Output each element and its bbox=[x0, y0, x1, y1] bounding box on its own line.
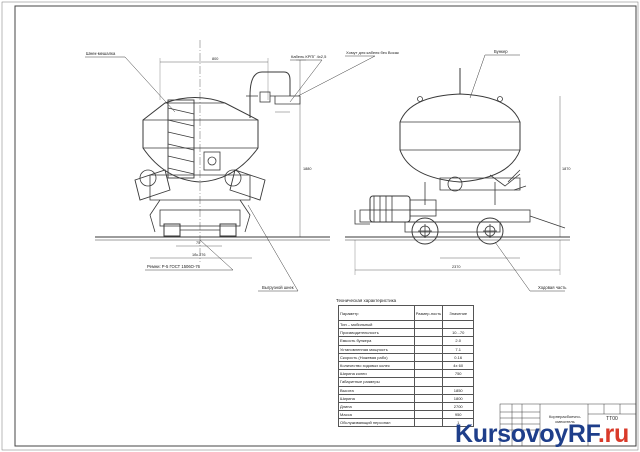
label-clamp: Хомут для кабеля без Восак bbox=[346, 50, 399, 55]
spec-param: Обслуживающий персонал bbox=[338, 418, 415, 428]
spec-unit bbox=[413, 352, 444, 362]
watermark-main: KursovoyRF bbox=[455, 420, 598, 448]
title-block-lines bbox=[499, 403, 637, 447]
spec-param: Скорость (Ножевая рабо) bbox=[338, 352, 415, 362]
spec-header-param: Параметр bbox=[338, 305, 415, 321]
spec-unit bbox=[413, 377, 444, 387]
spec-value: 2700 bbox=[442, 401, 474, 412]
spec-row: Емкость бункера 2.0 bbox=[338, 336, 474, 346]
spec-row: Габаритные размеры bbox=[338, 377, 474, 387]
spec-value: 7.1 bbox=[442, 344, 474, 354]
inner-frame bbox=[14, 5, 637, 447]
spec-value: 1850 bbox=[442, 385, 474, 395]
spec-param: Масса bbox=[338, 410, 415, 420]
spec-row: Установленная мощность 7.1 bbox=[338, 344, 474, 354]
label-chassis: Ходовая часть bbox=[538, 285, 567, 290]
watermark: KursovoyRF.ru bbox=[455, 420, 629, 449]
spec-param: Ширина bbox=[338, 393, 415, 403]
spec-param: Ширина колеи bbox=[338, 369, 415, 379]
spec-row: Обслуживающий персонал 1 bbox=[338, 418, 474, 428]
spec-value bbox=[442, 319, 474, 330]
spec-value: 1800 bbox=[442, 393, 474, 403]
spec-unit bbox=[413, 418, 444, 428]
dim-top: 800 bbox=[212, 57, 218, 61]
spec-param: Габаритные размеры bbox=[338, 377, 415, 387]
spec-table: Техническая характеристика Параметр Разм… bbox=[336, 298, 474, 428]
spec-unit bbox=[413, 393, 444, 403]
dim-length: 2370 bbox=[452, 265, 460, 269]
spec-row: Масса 950 bbox=[338, 410, 474, 420]
spec-unit bbox=[413, 385, 444, 395]
spec-value bbox=[442, 377, 474, 387]
spec-value: 1 bbox=[442, 418, 474, 428]
spec-grid: Параметр Размер-ность Значение Тип – моб… bbox=[338, 305, 474, 428]
spec-row: Высота 1850 bbox=[338, 385, 474, 395]
label-unloading-screw: Выгрузной шнек bbox=[262, 285, 294, 290]
label-belt: Ремни: Р-5 ГОСТ 1506О-76 bbox=[147, 264, 201, 269]
side-view bbox=[345, 54, 570, 292]
spec-row: Количество ходовых колес 4х 60 bbox=[338, 360, 474, 371]
spec-row: Длина 2700 bbox=[338, 401, 474, 412]
dim-height-left: 1880 bbox=[303, 167, 311, 171]
spec-row: Тип – мобильный bbox=[338, 319, 474, 330]
dim-bottom-a: 1бс.276 bbox=[192, 253, 206, 257]
spec-header-row: Параметр Размер-ность Значение bbox=[338, 305, 474, 321]
spec-value: 750 bbox=[442, 369, 474, 379]
spec-value: 10...70 bbox=[442, 328, 474, 338]
spec-param: Производительность bbox=[338, 328, 415, 338]
spec-unit bbox=[413, 369, 444, 379]
spec-value: 4х 60 bbox=[442, 360, 474, 371]
spec-row: Производительность 10...70 bbox=[338, 328, 474, 338]
spec-row: Ширина колеи 750 bbox=[338, 369, 474, 379]
spec-param: Количество ходовых колес bbox=[338, 360, 415, 371]
spec-param: Тип – мобильный bbox=[338, 319, 415, 330]
spec-unit bbox=[413, 360, 444, 371]
spec-unit bbox=[413, 401, 444, 412]
dim-height-right: 1870 bbox=[562, 167, 570, 171]
front-view bbox=[85, 40, 376, 292]
drawing-code: ТТ00 bbox=[606, 416, 618, 422]
spec-param: Емкость бункера bbox=[338, 336, 415, 346]
spec-row: Скорость (Ножевая рабо) 0.16 bbox=[338, 352, 474, 362]
spec-value: 0.16 bbox=[442, 352, 474, 362]
spec-unit bbox=[413, 319, 444, 330]
spec-unit bbox=[413, 410, 444, 420]
spec-unit bbox=[413, 328, 444, 338]
spec-param: Длина bbox=[338, 401, 415, 412]
spec-header-value: Значение bbox=[442, 305, 474, 321]
spec-param: Высота bbox=[338, 385, 415, 395]
drawing-title: Корнерасбоечно-смеситель bbox=[548, 414, 582, 424]
spec-unit bbox=[413, 336, 444, 346]
spec-value: 950 bbox=[442, 410, 474, 420]
spec-row: Ширина 1800 bbox=[338, 393, 474, 403]
label-hopper: Бункер bbox=[494, 49, 508, 54]
title-block: Корнерасбоечно-смеситель ТТ00 bbox=[500, 404, 635, 440]
label-cable: Кабель КРПГ 4х2,5 bbox=[291, 54, 327, 59]
spec-value: 2.0 bbox=[442, 336, 474, 346]
dim-bottom-b: 75 bbox=[196, 241, 200, 245]
watermark-accent: .ru bbox=[597, 420, 629, 448]
label-screw-mixer: Шнек-мешалка bbox=[86, 51, 116, 56]
spec-param: Установленная мощность bbox=[338, 344, 415, 354]
spec-header-unit: Размер-ность bbox=[413, 305, 444, 321]
spec-title: Техническая характеристика bbox=[336, 298, 397, 303]
spec-unit bbox=[413, 344, 444, 354]
